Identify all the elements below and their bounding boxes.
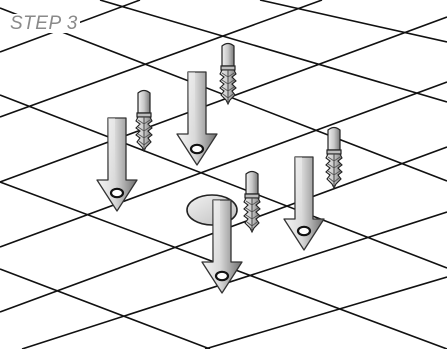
wall-anchor-icon [325, 126, 343, 189]
wall-anchor-icon [219, 42, 237, 105]
drill-hole-icon [296, 225, 312, 237]
drill-hole-icon [189, 143, 205, 155]
drill-hole-icon [109, 187, 125, 199]
wall-anchor-icon [243, 170, 261, 233]
wall-anchor-icon [135, 89, 153, 152]
step-label: STEP 3 [8, 13, 80, 34]
drill-hole-icon [214, 270, 230, 282]
